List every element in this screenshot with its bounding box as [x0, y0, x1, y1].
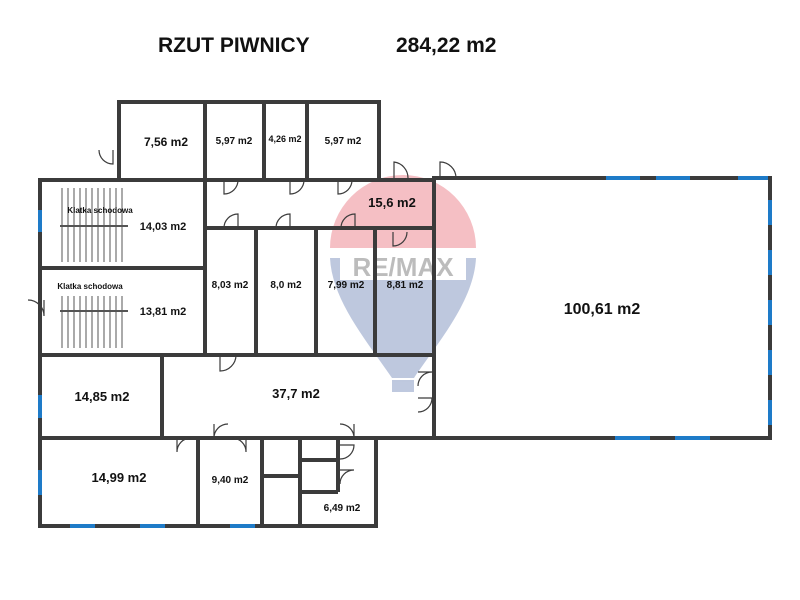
door-swing [27, 299, 45, 317]
door-swing [340, 213, 356, 229]
room-area-label: 7,99 m2 [328, 280, 365, 291]
door-swing [213, 423, 229, 439]
room-labels: 7,56 m2 5,97 m2 4,26 m2 5,97 m2 15,6 m2 … [57, 134, 640, 514]
door-swing [339, 469, 355, 485]
plan-title: RZUT PIWNICY [158, 34, 310, 57]
windows [38, 176, 772, 528]
door-swing [393, 161, 409, 179]
watermark-text: RE/MAX [352, 252, 454, 282]
room-area-label: 9,40 m2 [212, 475, 249, 486]
door-swing [339, 423, 355, 439]
room-area-label: 5,97 m2 [216, 136, 253, 147]
room-area-label: 5,97 m2 [325, 136, 362, 147]
door-swing [98, 149, 114, 165]
room-area-label: 6,49 m2 [324, 503, 361, 514]
room-area-label: 14,03 m2 [140, 221, 186, 233]
door-swing [275, 213, 291, 229]
door-swing [392, 231, 408, 247]
door-swing [417, 371, 433, 387]
room-area-label: 14,85 m2 [75, 389, 130, 404]
room-area-label: 7,56 m2 [144, 135, 188, 149]
room-area-label: 8,0 m2 [270, 280, 302, 291]
room-area-label: 37,7 m2 [272, 386, 320, 401]
watermark-balloon-bottom [330, 258, 476, 378]
door-swing [289, 179, 305, 195]
room-area-label: 4,26 m2 [268, 134, 301, 144]
door-swing [176, 437, 192, 453]
door-swings [27, 149, 457, 485]
door-swing [417, 397, 433, 413]
room-area-label: 100,61 m2 [564, 301, 641, 318]
door-swing [231, 437, 247, 453]
walls [38, 100, 772, 528]
room-area-label: 14,99 m2 [92, 470, 147, 485]
room-area-label: 8,03 m2 [212, 280, 249, 291]
room-area-label: 8,81 m2 [387, 280, 424, 291]
total-area: 284,22 m2 [396, 34, 497, 57]
door-swing [339, 444, 355, 460]
door-swing [223, 179, 239, 195]
door-swing [219, 354, 237, 372]
door-swing [223, 213, 239, 229]
staircase [60, 188, 128, 348]
watermark-balloon-top [330, 175, 476, 248]
room-name-label: Klatka schodowa [67, 206, 133, 215]
room-area-label: 13,81 m2 [140, 306, 186, 318]
room-name-label: Klatka schodowa [57, 282, 123, 291]
door-swing [439, 161, 457, 179]
door-swing [337, 179, 353, 195]
watermark-basket [392, 380, 414, 392]
room-area-label: 15,6 m2 [368, 195, 416, 210]
